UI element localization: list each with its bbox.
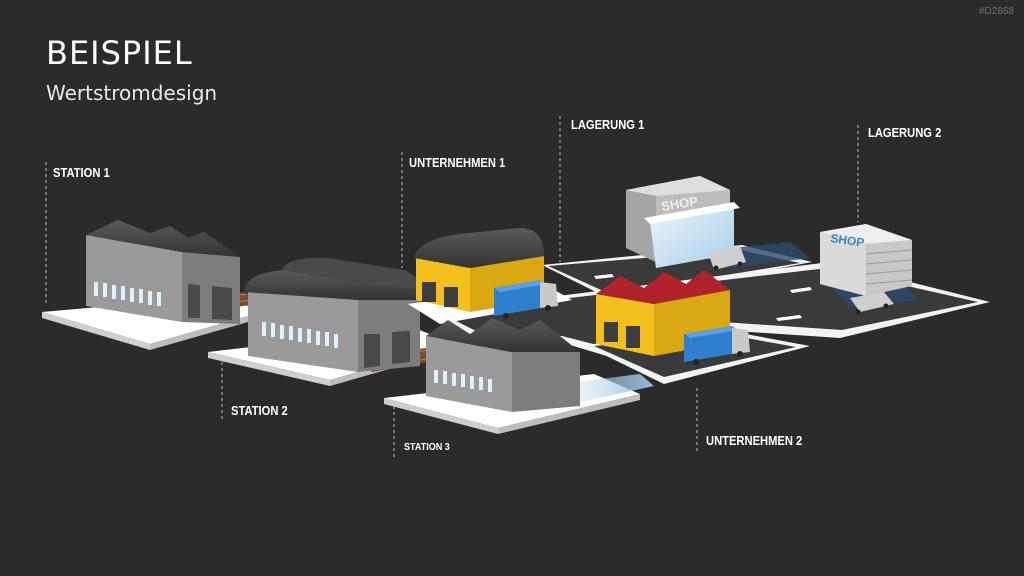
label-lagerung-2: LAGERUNG 2 [868, 125, 941, 140]
label-station-1: STATION 1 [53, 165, 110, 180]
label-unternehmen-1: UNTERNEHMEN 1 [409, 155, 505, 170]
station-1-factory [42, 220, 262, 350]
label-lagerung-1: LAGERUNG 1 [571, 117, 644, 132]
label-unternehmen-2: UNTERNEHMEN 2 [706, 433, 802, 448]
lagerung-1-shop: SHOP [626, 176, 746, 271]
label-station-2: STATION 2 [231, 403, 288, 418]
label-station-3: STATION 3 [404, 441, 450, 453]
